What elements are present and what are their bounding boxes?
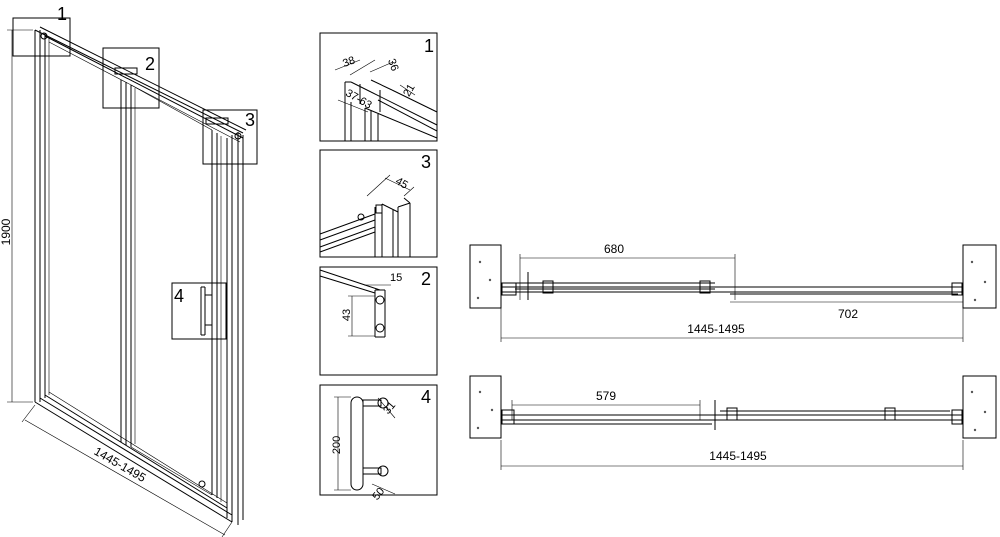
callout-box-3 [202, 109, 258, 165]
detail-3-number: 3 [421, 152, 431, 172]
detail-1-dim-b: 36 [385, 57, 400, 73]
detail-4-number: 4 [421, 387, 431, 407]
wall-left [469, 244, 502, 309]
callout-label-3: 3 [245, 110, 255, 130]
detail-4-frame [319, 384, 438, 496]
wall-right [962, 244, 997, 309]
detail-2-dim-b: 43 [341, 309, 353, 321]
detail-1-number: 1 [424, 36, 434, 56]
detail-2-dim-a: 15 [390, 272, 402, 284]
callout-box-2 [102, 47, 160, 109]
wall-left-2 [469, 375, 502, 439]
detail-3-dim-a: 45 [393, 175, 410, 192]
callout-label-1: 1 [57, 4, 67, 24]
plan-view-closed: 579 1445-1495 [469, 375, 997, 470]
door-frame [34, 26, 247, 525]
detail-2: 2 15 43 [319, 266, 438, 376]
callout-box-1 [12, 17, 71, 57]
detail-1: 1 38 36 37-63 21 [319, 32, 438, 142]
detail-2-frame [319, 266, 438, 376]
detail-3: 3 45 [319, 149, 438, 258]
plan-bottom-total-width: 1445-1495 [709, 449, 767, 463]
detail-4-dim-c: 50 [370, 486, 387, 503]
detail-4-dim-a: 200 [331, 436, 343, 454]
plan-top-open-width: 680 [604, 242, 624, 256]
plan-bottom-open-width: 579 [596, 389, 616, 403]
width-value: 1445-1495 [92, 444, 149, 485]
detail-1-dim-a: 38 [341, 54, 357, 69]
detail-3-frame [319, 149, 438, 258]
detail-1-dim-d: 21 [401, 82, 418, 99]
height-value: 1900 [0, 218, 13, 245]
plan-top-total-width: 1445-1495 [687, 322, 745, 336]
detail-4-dim-b: 31 [381, 400, 398, 417]
callout-box-4 [171, 282, 227, 340]
wall-right-2 [962, 375, 997, 439]
callout-label-2: 2 [145, 54, 155, 74]
plan-view-open: 680 702 1445-1495 [469, 242, 997, 342]
width-dimension: 1445-1495 [21, 404, 233, 537]
sliding-panel [40, 32, 242, 502]
detail-2-number: 2 [421, 269, 431, 289]
plan-top-panel-width: 702 [838, 307, 858, 321]
detail-4: 4 200 31 50 [319, 384, 438, 503]
main-perspective-view: 1 2 3 4 1900 1445-1495 [0, 4, 258, 537]
door-handle [200, 286, 212, 336]
callout-label-4: 4 [174, 286, 184, 306]
height-dimension: 1900 [0, 29, 33, 403]
